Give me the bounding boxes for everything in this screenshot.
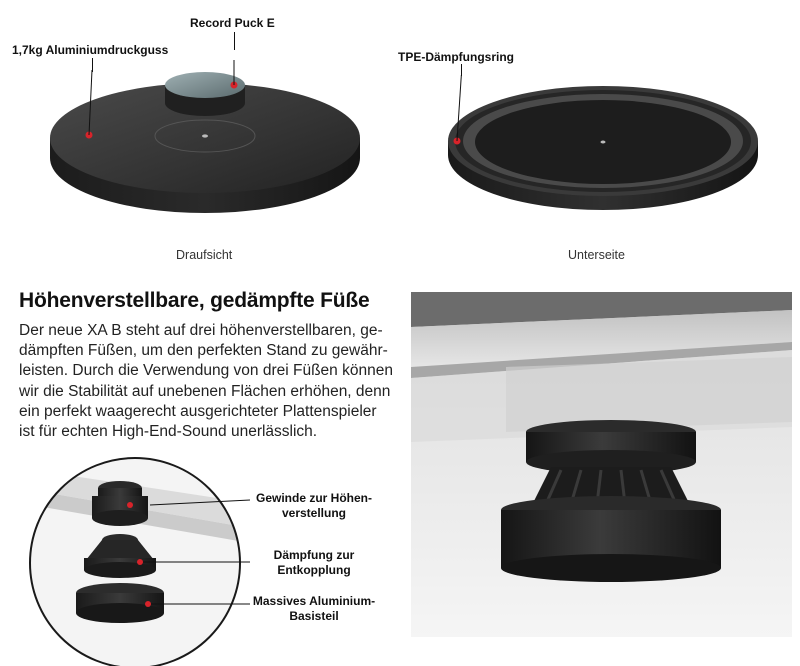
section-heading: Höhenverstellbare, gedämpfte Füße bbox=[19, 289, 370, 312]
caption-bottom-view: Unterseite bbox=[568, 248, 625, 262]
label-aluminium-base: Massives Aluminium- Basisteil bbox=[252, 594, 376, 623]
paragraph-line: ein perfekt waagerecht ausgerichteter Pl… bbox=[19, 402, 377, 420]
paragraph-line: ist für echten High-End-Sound unerlässli… bbox=[19, 423, 318, 441]
tpe-leader-line bbox=[461, 64, 462, 76]
paragraph-line: wir die Stabilität auf unebenen Flächen … bbox=[19, 382, 391, 400]
label-tpe-ring: TPE-Dämpfungsring bbox=[398, 50, 514, 64]
label-weight: 1,7kg Aluminiumdruckguss bbox=[12, 43, 169, 57]
platter-top-view-image bbox=[50, 60, 360, 213]
foot-closeup-photo bbox=[411, 292, 792, 637]
caption-top-view: Draufsicht bbox=[176, 248, 233, 262]
label-record-puck: Record Puck E bbox=[190, 16, 275, 30]
paragraph-line: dämpften Füßen, um den perfekten Stand z… bbox=[19, 342, 388, 360]
label-damping-decoupling: Dämpfung zur Entkopplung bbox=[273, 548, 355, 577]
section-paragraph: Der neue XA B steht auf drei höhenverste… bbox=[19, 321, 405, 442]
puck-leader-line bbox=[234, 32, 235, 50]
foot-exploded-view-image bbox=[29, 457, 250, 666]
paragraph-line: leisten. Durch die Verwendung von drei F… bbox=[19, 362, 393, 380]
paragraph-line: Der neue XA B steht auf drei höhenverste… bbox=[19, 322, 383, 339]
platter-bottom-view-image bbox=[448, 75, 758, 210]
label-thread-adjustment: Gewinde zur Höhen- verstellung bbox=[255, 491, 372, 520]
weight-leader-line bbox=[92, 58, 93, 72]
